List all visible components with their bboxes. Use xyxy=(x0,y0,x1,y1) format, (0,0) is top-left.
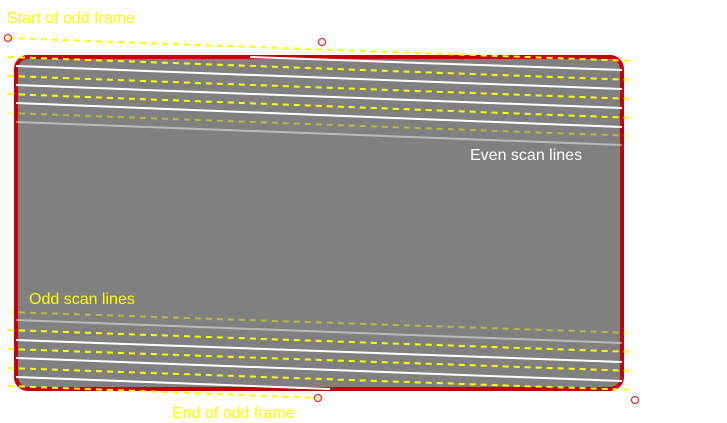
end-of-odd-frame-label: End of odd frame xyxy=(172,405,295,422)
odd-scan-line xyxy=(7,93,636,119)
even-scan-line xyxy=(15,376,331,390)
even-scan-line xyxy=(15,319,623,344)
even-scan-line xyxy=(249,56,623,71)
odd-scan-line xyxy=(7,367,636,391)
odd-frame-start-line xyxy=(7,37,636,62)
end-marker-mid xyxy=(314,394,322,402)
end-marker-right xyxy=(631,396,639,404)
even-scan-line xyxy=(15,121,623,146)
even-scan-lines-label: Even scan lines xyxy=(470,147,583,164)
start-marker-mid xyxy=(318,38,326,46)
even-scan-line xyxy=(15,357,623,382)
even-scan-line xyxy=(15,102,623,128)
odd-scan-line xyxy=(7,329,636,353)
odd-scan-lines-label: Odd scan lines xyxy=(29,291,135,308)
odd-scan-line xyxy=(7,56,636,81)
even-scan-line xyxy=(15,65,623,90)
odd-frame-end-line xyxy=(7,385,319,399)
start-of-odd-frame-label: Start of odd frame xyxy=(7,10,136,27)
odd-scan-line xyxy=(7,311,636,334)
start-marker-left xyxy=(4,34,12,42)
even-scan-line xyxy=(15,84,623,109)
odd-scan-line xyxy=(7,112,636,137)
odd-scan-line xyxy=(7,75,636,100)
odd-scan-line xyxy=(7,348,636,372)
even-scan-line xyxy=(15,339,623,363)
